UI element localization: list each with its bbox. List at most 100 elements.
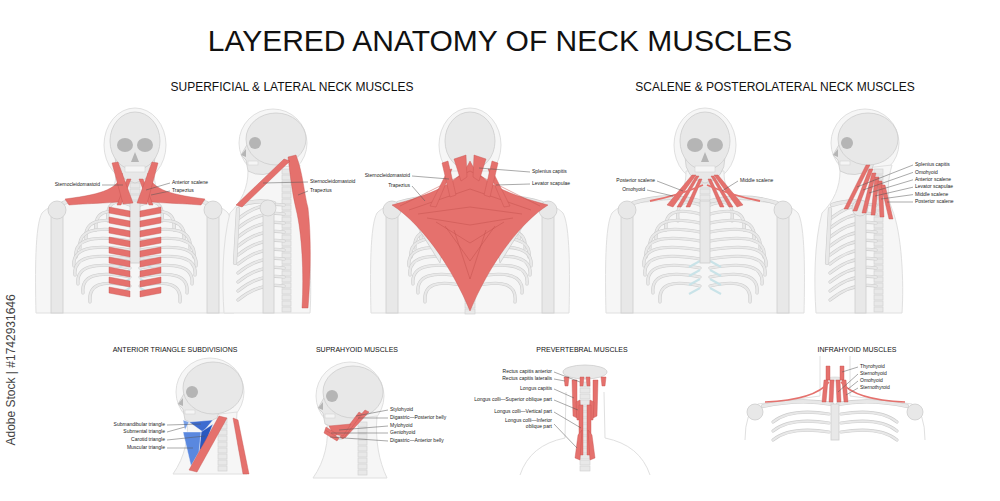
vertebra xyxy=(358,470,367,475)
left-side xyxy=(745,356,832,440)
left-side xyxy=(765,366,834,402)
vertebra xyxy=(218,460,227,465)
costal-cartilage xyxy=(710,261,721,267)
bone-outline xyxy=(830,285,876,300)
muscle xyxy=(140,237,161,247)
muscle xyxy=(454,155,467,181)
muscle xyxy=(109,247,130,257)
muscle xyxy=(140,267,161,277)
muscle-label: Muscular triangle xyxy=(127,445,165,451)
muscle-label: Splenius capitis xyxy=(532,169,567,175)
muscle-label: Middle scalene xyxy=(915,192,948,198)
leader-lines xyxy=(102,165,913,448)
vertebra xyxy=(358,428,367,433)
humerus xyxy=(855,211,866,313)
section-heading: SCALENE & POSTEROLATERAL NECK MUSCLES xyxy=(635,81,914,95)
muscle xyxy=(601,377,606,386)
diagram-title: LAYERED ANATOMY OF NECK MUSCLES xyxy=(208,24,793,57)
costal-cartilage xyxy=(710,279,721,285)
muscle-fibre xyxy=(470,222,504,243)
bone-outline xyxy=(773,430,829,440)
bone-outline xyxy=(238,285,284,300)
front-figure xyxy=(606,108,805,313)
leader-line xyxy=(554,424,577,448)
vertebra xyxy=(580,400,590,405)
nasal-cavity xyxy=(131,152,139,162)
head-silhouette xyxy=(104,108,166,182)
vertebra xyxy=(874,271,883,276)
muscle xyxy=(109,267,130,277)
muscle-label: Digastric—Anterior belly xyxy=(390,438,444,444)
vertebra xyxy=(130,189,140,194)
body-silhouette xyxy=(815,165,903,313)
muscle-label: Longus capitis xyxy=(520,386,552,392)
teeth xyxy=(695,166,715,172)
right-side xyxy=(586,377,606,460)
leader-line xyxy=(102,185,123,186)
vertebra xyxy=(130,183,140,188)
humeral-head xyxy=(260,200,276,216)
muscle-label: Stylohyoid xyxy=(390,407,413,413)
triangle-region xyxy=(183,420,189,430)
vertebra xyxy=(358,464,367,469)
bone xyxy=(841,430,897,440)
left-side xyxy=(618,197,700,313)
bone-outline xyxy=(710,283,750,302)
muscle-fibre xyxy=(470,218,513,225)
muscle-label: Rectus capitis lateralis xyxy=(502,376,552,382)
leader-line xyxy=(554,400,578,410)
muscle-fibre xyxy=(418,207,470,214)
vertebra xyxy=(874,217,883,222)
omohyoid-muscle xyxy=(841,382,905,402)
vertebra xyxy=(218,436,227,441)
humerus xyxy=(51,213,63,313)
bone-outline xyxy=(841,430,897,440)
omohyoid-muscle xyxy=(765,382,829,402)
bone xyxy=(238,285,284,300)
head-figure xyxy=(173,358,249,474)
muscle xyxy=(137,162,158,204)
bone-outline xyxy=(235,209,238,263)
neck-silhouette xyxy=(313,416,387,478)
omohyoid-muscle xyxy=(707,185,760,201)
leader-line xyxy=(151,191,170,195)
muscle xyxy=(109,217,130,227)
muscle xyxy=(826,366,830,380)
eye-socket xyxy=(326,390,338,402)
muscle-fibre xyxy=(470,207,522,214)
figures xyxy=(36,108,925,478)
vertebra xyxy=(358,446,367,451)
humeral-head xyxy=(774,201,792,219)
leader-line xyxy=(330,437,388,441)
vertebra xyxy=(282,187,291,192)
teeth xyxy=(325,414,335,418)
vertebra xyxy=(282,193,291,198)
muscle-label: Trapezius xyxy=(310,188,332,194)
vertebra xyxy=(700,189,710,194)
vertebra xyxy=(282,307,291,312)
muscle-label: Trapezius xyxy=(172,188,194,194)
leader-line xyxy=(554,389,574,398)
left-side xyxy=(48,197,130,313)
omohyoid-muscle xyxy=(650,185,703,201)
vertebra xyxy=(218,448,227,453)
muscle-label: Sternothyroid xyxy=(860,385,890,391)
body-silhouette xyxy=(745,356,820,440)
muscle xyxy=(140,257,161,267)
nasal-cavity xyxy=(833,149,838,157)
leader-line xyxy=(356,410,388,416)
humerus xyxy=(621,213,633,313)
left-side xyxy=(564,377,584,460)
cranium xyxy=(183,362,243,414)
costal-cartilage xyxy=(710,288,721,294)
nasal-cavity xyxy=(241,149,246,157)
muscle-fibre xyxy=(427,218,470,225)
costal-cartilage xyxy=(689,279,700,285)
eye-socket xyxy=(249,137,261,149)
vertebra xyxy=(874,295,883,300)
muscle xyxy=(109,277,130,287)
body-silhouette xyxy=(604,392,650,475)
leader-line xyxy=(358,418,388,419)
costal-cartilage xyxy=(689,288,700,294)
muscle-label: Sternocleidomastoid xyxy=(310,179,355,185)
